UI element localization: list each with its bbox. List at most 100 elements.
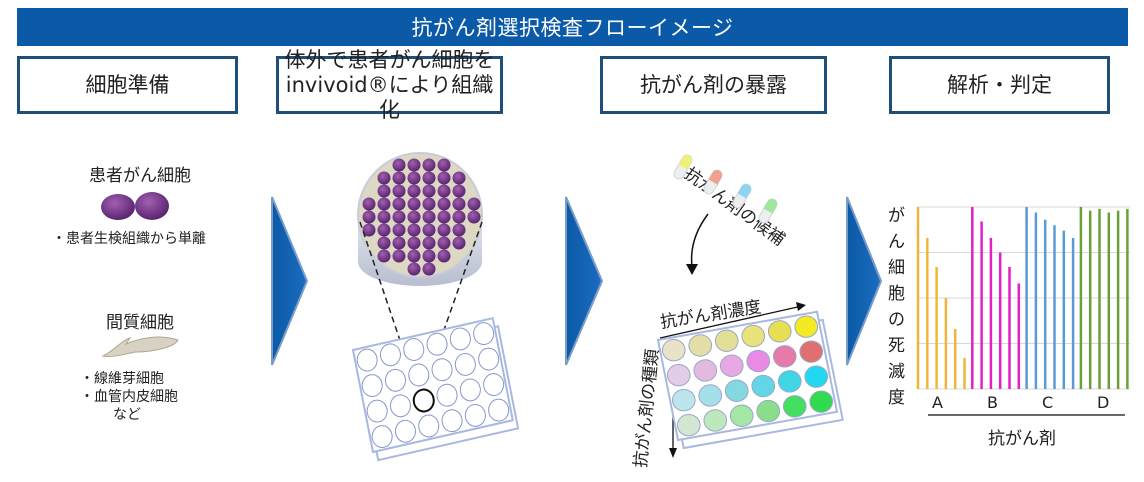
well [724,378,750,403]
cancer-cell [407,262,421,276]
well [719,353,745,378]
well [477,346,501,372]
concentration-label: 抗がん剤濃度 [658,297,763,333]
cancer-cell [392,171,406,185]
well [750,374,776,399]
cancer-cell [422,197,436,211]
well [440,408,464,434]
cancer-cell [422,171,436,185]
cancer-cells-icon [101,192,169,220]
title-bar: 抗がん剤選択検査フローイメージ [17,8,1128,46]
step-label: 細胞準備 [85,72,170,97]
cancer-cells-note: ・患者生検組織から単離 [52,231,206,247]
well [379,342,403,368]
well [697,383,723,408]
well [425,331,449,357]
well [803,364,829,389]
cancer-cell [377,210,391,224]
candidates-label: 抗がん剤の候補 [680,164,789,251]
curved-arrow-icon [690,213,709,267]
cancer-cell [422,158,436,172]
cancer-cell [422,210,436,224]
well [412,388,436,414]
cancer-cell [452,171,466,185]
well [687,333,713,358]
stromal-title: 間質細胞 [106,313,174,333]
well [671,388,697,413]
step-label: 解析・判定 [947,72,1052,97]
well [798,339,824,364]
well [389,393,413,419]
cancer-cell [452,184,466,198]
well [772,344,798,369]
types-label: 抗がん剤の種類 [630,348,664,469]
stromal-note: など [113,407,141,423]
well [402,337,426,363]
well [384,367,408,393]
cancer-cell [452,236,466,250]
well [472,321,496,347]
death-rate-chart [916,206,1130,390]
cancer-cell [392,236,406,250]
stromal-note: ・血管内皮細胞 [80,389,178,405]
well [487,397,511,423]
cancer-cell [377,236,391,250]
well-plate-empty [353,317,518,461]
chart-ylabel: がん細胞の死滅度 [888,206,905,408]
cancer-cell [437,223,451,237]
chart-xlabel: 抗がん剤 [988,429,1056,449]
cancer-cell [392,223,406,237]
well [417,413,441,439]
cancer-cell [467,210,481,224]
stromal-note: ・線維芽細胞 [80,371,164,387]
well [793,314,819,339]
step-label-line1: 体外で患者がん細胞を [284,47,495,72]
cancer-cell [437,236,451,250]
cancer-cell [392,210,406,224]
cancer-cell [452,223,466,237]
cancer-cell [377,249,391,263]
cancer-cell [392,197,406,211]
cancer-cell [362,197,376,211]
well [482,372,506,398]
cancer-cell [437,197,451,211]
flow-arrow-icon [271,196,309,366]
well [782,394,808,419]
cancer-cell [407,210,421,224]
cancer-cell [377,197,391,211]
cancer-cell [422,249,436,263]
cancer-cell [392,158,406,172]
chart-tick-label-d: D [1097,393,1110,412]
chart-tick-label-b: B [987,393,998,412]
cancer-cell [407,158,421,172]
well [745,349,771,374]
well [661,338,687,363]
cancer-cell [407,223,421,237]
cancer-cell [422,236,436,250]
chart-tick-label-a: A [932,393,943,412]
well-plate-colored [658,311,843,449]
step-analysis: 解析・判定 [889,56,1110,114]
chart-tick-label-c: C [1042,393,1054,412]
well [692,358,718,383]
well [448,326,472,352]
cancer-cell [377,184,391,198]
well [360,373,384,399]
well [453,351,477,377]
well [740,324,766,349]
well [370,424,394,450]
well [458,377,482,403]
well [407,362,431,388]
cancer-cell [452,197,466,211]
cancer-cells-title: 患者がん細胞 [89,166,191,186]
organoid-magnified-icon [357,152,483,286]
well [666,363,692,388]
step-cell-preparation: 細胞準備 [17,56,238,114]
cancer-cell [437,184,451,198]
cancer-cell [362,210,376,224]
cancer-cell [377,171,391,185]
cancer-cell [392,184,406,198]
cancer-cell [422,184,436,198]
well [808,389,834,414]
